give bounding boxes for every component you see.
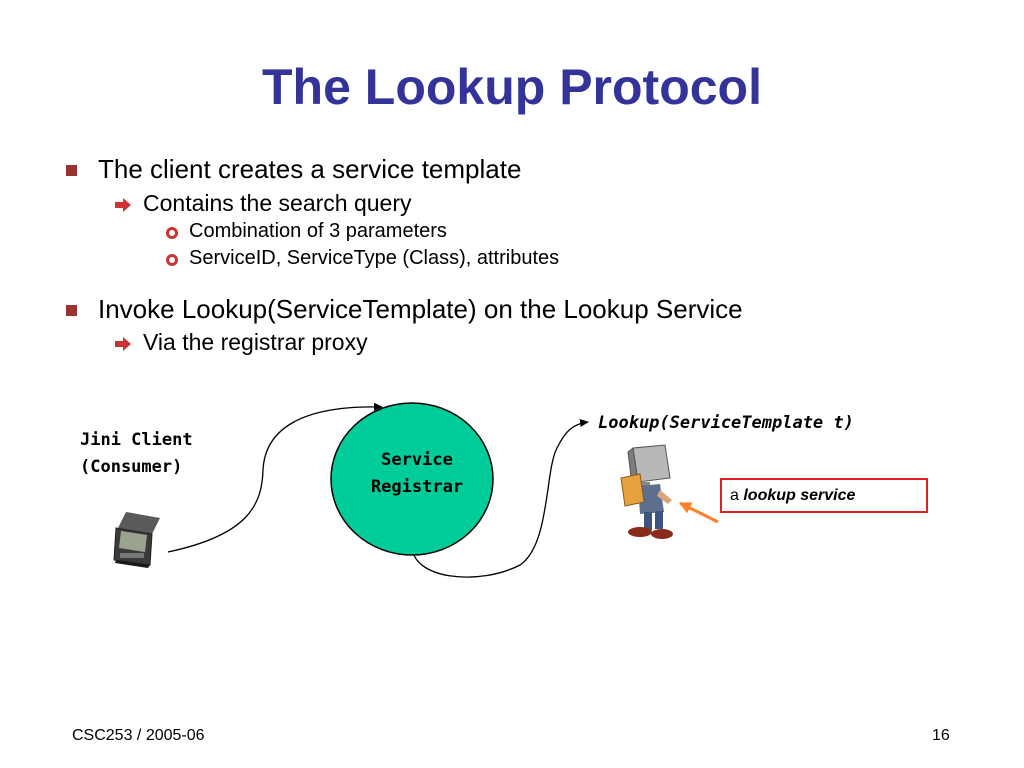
circle-bullet-icon — [166, 254, 178, 266]
registrar-label: Service Registrar — [361, 447, 473, 501]
annotation-prefix: a — [730, 487, 739, 504]
bullet-2-1: Via the registrar proxy — [143, 329, 368, 355]
slide-title: The Lookup Protocol — [262, 59, 762, 115]
square-bullet-icon — [66, 305, 77, 316]
proxy-arrow — [411, 419, 589, 578]
bullet-1: The client creates a service template — [98, 154, 522, 184]
bullet-1-1: Contains the search query — [143, 190, 412, 216]
arrow-bullet-icon — [115, 337, 131, 351]
pointer-arrow — [679, 501, 719, 524]
lookup-service-character-icon — [620, 444, 673, 539]
arrow-bullet-icon — [115, 198, 131, 212]
bullet-1-1-2: ServiceID, ServiceType (Class), attribut… — [189, 247, 560, 269]
bullet-1-1-1: Combination of 3 parameters — [189, 220, 447, 242]
footer-page-number: 16 — [932, 727, 950, 744]
square-bullet-icon — [66, 165, 77, 176]
circle-bullet-icon — [166, 227, 178, 239]
lookup-call-label: Lookup(ServiceTemplate t) — [598, 413, 854, 433]
service-registrar-node — [330, 402, 494, 556]
annotation-emphasis: lookup service — [743, 487, 856, 504]
registrar-label-line1: Service — [381, 450, 453, 470]
client-label: Jini Client (Consumer) — [80, 427, 193, 481]
registrar-label-line2: Registrar — [370, 477, 464, 497]
bullet-2: Invoke Lookup(ServiceTemplate) on the Lo… — [98, 294, 743, 324]
footer-course: CSC253 / 2005-06 — [72, 727, 205, 744]
request-arrow — [167, 402, 383, 553]
client-label-line2: (Consumer) — [80, 457, 183, 477]
pda-device-icon — [113, 512, 160, 568]
client-label-line1: Jini Client — [80, 430, 193, 450]
lookup-service-annotation: a lookup service — [720, 478, 928, 513]
